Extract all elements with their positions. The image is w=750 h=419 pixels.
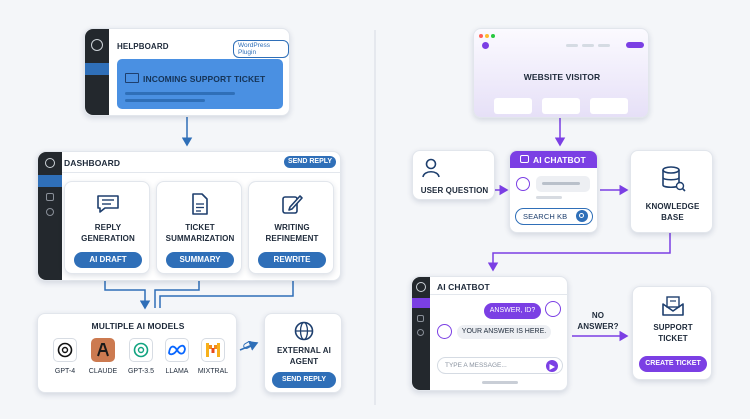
agent-title: EXTERNAL AI AGENT	[277, 346, 331, 366]
bot-message-bubble: YOUR ANSWER IS HERE.	[457, 325, 551, 339]
chat-window-title: AI CHATBOT	[437, 282, 490, 292]
user-avatar	[545, 301, 561, 317]
database-icon	[662, 166, 686, 192]
chat-icon	[97, 195, 119, 213]
feature-title: TICKET SUMMARIZATION	[165, 223, 235, 243]
external-agent-card[interactable]: EXTERNAL AI AGENT SEND REPLY	[264, 313, 342, 393]
tools-icon[interactable]	[46, 193, 54, 201]
message-input[interactable]: TYPE A MESSAGE...	[437, 357, 563, 374]
bot-avatar	[516, 177, 530, 191]
kb-label: KNOWLEDGE BASE	[645, 202, 700, 222]
model-name: MIXTRAL	[197, 368, 229, 375]
knowledge-base-card: KNOWLEDGE BASE	[630, 150, 713, 233]
helpboard-window: HELPBOARD WordPress Plugin INCOMING SUPP…	[84, 28, 290, 116]
feature-card-ticket-summarization[interactable]: TICKET SUMMARIZATION SUMMARY	[156, 181, 242, 274]
ai-draft-button[interactable]: AI DRAFT	[74, 252, 142, 268]
search-kb-label: SEARCH KB	[523, 212, 568, 221]
pencil-icon	[282, 195, 303, 214]
user-icon	[422, 158, 440, 178]
openai-icon	[53, 338, 77, 362]
wordpress-plugin-badge: WordPress Plugin	[233, 40, 289, 58]
message-placeholder: TYPE A MESSAGE...	[445, 362, 507, 369]
claude-icon	[91, 338, 115, 362]
chatbot-header: AI CHATBOT	[510, 151, 597, 168]
wp-sidebar	[85, 29, 109, 115]
chat-window: AI CHATBOT ANSWER, ID? YOUR ANSWER IS HE…	[411, 276, 569, 391]
feature-title: WRITING REFINEMENT	[265, 223, 319, 243]
site-content-block	[494, 98, 532, 114]
globe-icon	[294, 321, 314, 341]
ticket-envelope-icon	[662, 296, 684, 316]
openai-icon	[129, 338, 153, 362]
search-kb-field[interactable]: SEARCH KB	[515, 208, 593, 225]
tools-icon[interactable]	[417, 315, 424, 322]
no-answer-label: NO ANSWER?	[577, 311, 619, 331]
app-name: HELPBOARD	[117, 42, 169, 51]
model-name: GPT-4	[54, 368, 76, 375]
meta-icon	[165, 338, 189, 362]
summary-button[interactable]: SUMMARY	[166, 252, 234, 268]
model-name: CLAUDE	[88, 368, 118, 375]
site-logo	[482, 42, 489, 49]
user-message-bubble: ANSWER, ID?	[484, 303, 541, 319]
feature-card-writing-refinement[interactable]: WRITING REFINEMENT REWRITE	[248, 181, 334, 274]
ai-chatbot-card: AI CHATBOT SEARCH KB	[509, 150, 598, 233]
ai-models-panel: MULTIPLE AI MODELS GPT-4 CLAUDE GPT-3.5 …	[37, 313, 237, 393]
wp-sidebar	[412, 277, 430, 390]
question-label: USER QUESTION	[420, 186, 489, 195]
visitor-label: WEBSITE VISITOR	[523, 72, 601, 82]
search-icon[interactable]	[576, 210, 588, 222]
support-title: SUPPORT TICKET	[653, 323, 693, 343]
bot-message-bubble	[536, 176, 590, 192]
site-content-block	[542, 98, 580, 114]
wordpress-icon	[45, 158, 55, 168]
wp-sidebar	[38, 152, 62, 280]
chat-nav-icon[interactable]	[412, 298, 430, 308]
send-reply-button[interactable]: SEND REPLY	[284, 156, 336, 168]
user-question-card: USER QUESTION	[412, 150, 495, 200]
feature-title: REPLY GENERATION	[81, 223, 135, 243]
site-cta-button[interactable]	[626, 42, 644, 48]
chatbot-title: AI CHATBOT	[533, 155, 586, 165]
rewrite-button[interactable]: REWRITE	[258, 252, 326, 268]
envelope-icon	[125, 73, 139, 83]
dashboard-title: DASHBOARD	[64, 158, 121, 168]
wordpress-icon	[91, 39, 103, 51]
site-content-block	[590, 98, 628, 114]
dashboard-window: DASHBOARD SEND REPLY REPLY GENERATION AI…	[37, 151, 342, 281]
model-name: GPT-3.5	[127, 368, 155, 375]
incoming-ticket-card[interactable]: INCOMING SUPPORT TICKET	[117, 59, 283, 109]
dashboard-icon	[85, 63, 109, 75]
bot-avatar	[437, 324, 452, 339]
support-ticket-card: SUPPORT TICKET CREATE TICKET	[632, 286, 712, 380]
document-icon	[192, 193, 208, 215]
ticket-label: INCOMING SUPPORT TICKET	[143, 74, 266, 84]
create-ticket-button[interactable]: CREATE TICKET	[639, 356, 707, 372]
scroll-indicator	[482, 381, 518, 384]
feature-card-reply-generation[interactable]: REPLY GENERATION AI DRAFT	[64, 181, 150, 274]
models-title: MULTIPLE AI MODELS	[91, 321, 185, 331]
send-icon[interactable]	[546, 360, 558, 372]
mistral-icon	[201, 338, 225, 362]
robot-icon	[520, 155, 529, 163]
gear-icon[interactable]	[46, 208, 54, 216]
dashboard-icon[interactable]	[38, 175, 62, 187]
wordpress-icon	[416, 282, 426, 292]
model-name: LLAMA	[165, 368, 189, 375]
agent-send-reply-button[interactable]: SEND REPLY	[272, 372, 336, 388]
website-visitor-window: WEBSITE VISITOR	[473, 28, 649, 118]
gear-icon[interactable]	[417, 329, 424, 336]
